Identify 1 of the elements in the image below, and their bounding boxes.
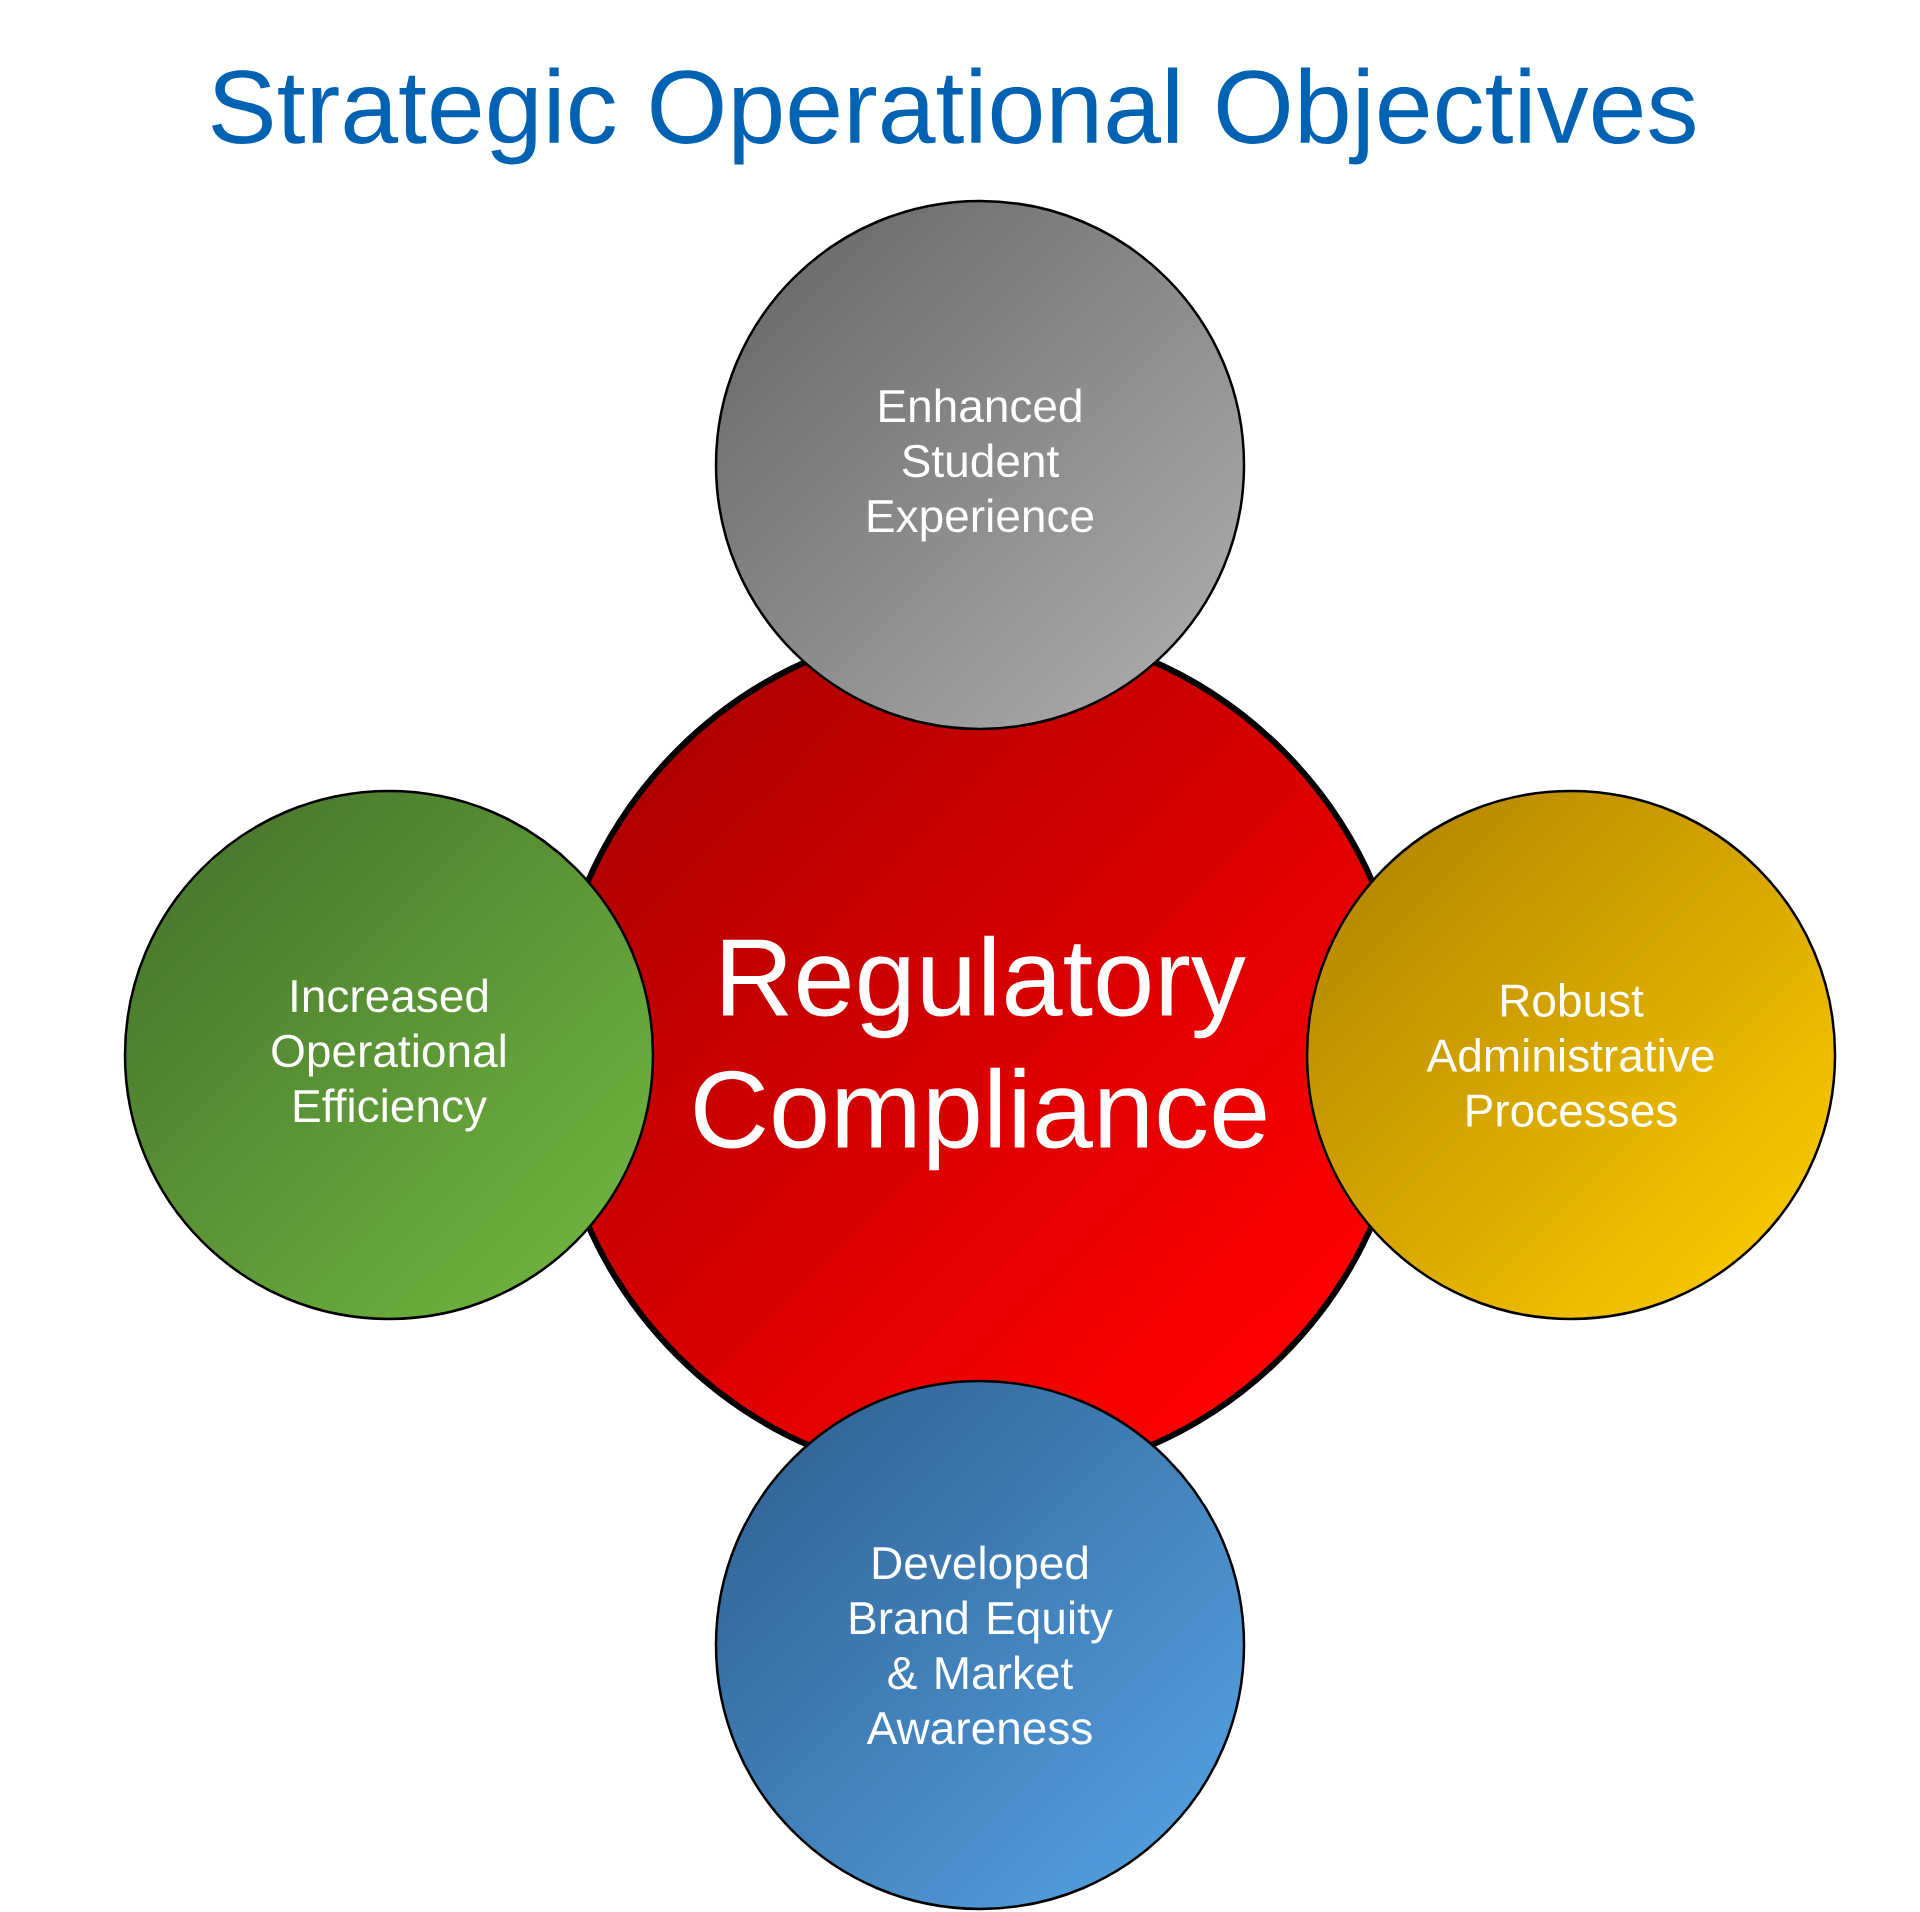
title: Strategic Operational Objectives	[212, 67, 1695, 165]
